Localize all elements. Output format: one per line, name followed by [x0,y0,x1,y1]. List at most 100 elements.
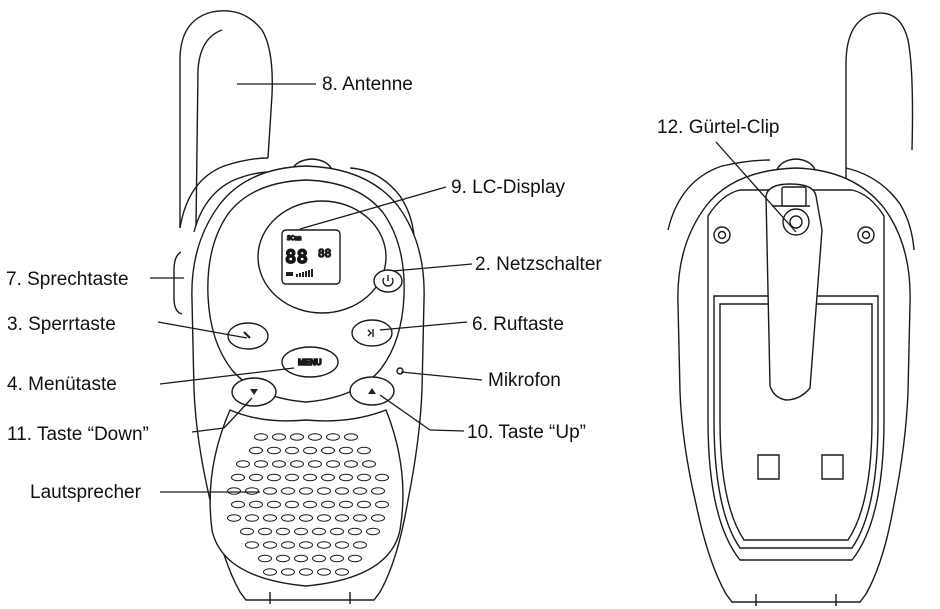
grille-hole [277,528,290,534]
grille-hole [349,555,362,561]
leader-call [380,322,467,330]
grille-hole [295,528,308,534]
lcd-digits: 88 [285,246,308,268]
grille-hole [358,474,371,480]
grille-hole [372,488,385,494]
grille-hole [376,501,389,507]
battery-lid [714,296,878,548]
up-button[interactable] [350,377,394,405]
grille-hole [268,474,281,480]
grille-hole [327,434,340,440]
grille-hole [246,515,259,521]
label-antenna: 8. Antenne [322,74,413,95]
leader-down [192,428,224,432]
grille-hole [246,542,259,548]
label-up: 10. Taste “Up” [467,422,586,443]
grille-hole [318,515,331,521]
lcd-bezel [258,201,386,313]
grille-hole [313,528,326,534]
label-clip: 12. Gürtel-Clip [657,117,780,138]
back-shoulder-right [846,168,914,250]
screw-right [858,227,874,243]
grille-hole [331,555,344,561]
label-call: 6. Ruftaste [472,314,564,335]
grille-hole [237,461,250,467]
grille-hole [340,474,353,480]
latch-right [822,455,843,479]
face-panel [208,180,404,402]
grille-hole [282,542,295,548]
call-button[interactable] [352,320,392,346]
leader-power [393,264,472,271]
label-lcd: 9. LC-Display [451,177,566,198]
grille-hole [376,474,389,480]
grille-hole [232,474,245,480]
side-shoulder-left [180,158,268,228]
grille-hole [300,542,313,548]
arrow-down-icon [250,389,258,395]
antenna [180,11,272,228]
grille-hole [282,569,295,575]
grille-hole [250,501,263,507]
grille-hole [291,434,304,440]
grille-hole [264,488,277,494]
leader-lcd [300,187,446,229]
power-icon [383,278,393,286]
screw-left [714,227,730,243]
grille-hole [363,461,376,467]
grille-hole [345,461,358,467]
grille-hole [349,528,362,534]
leader-menu [160,368,294,384]
lcd-screen [282,230,340,284]
grille-hole [304,447,317,453]
label-down: 11. Taste “Down” [7,424,149,445]
power-button[interactable] [374,270,402,292]
back-antenna [846,13,913,230]
grille-hole [309,434,322,440]
lcd-scan-text: SCan [287,235,302,242]
grille-hole [241,528,254,534]
leader-up-tail [430,430,464,431]
grille-hole [268,501,281,507]
grille-hole [318,488,331,494]
grille-hole [367,528,380,534]
grille-hole [336,488,349,494]
grille-hole [232,501,245,507]
grille-hole [354,542,367,548]
grille-hole [336,542,349,548]
grille-hole [295,555,308,561]
callout-lines [150,84,796,492]
antenna-inner-edge [196,30,222,226]
speaker-grille-holes [228,434,389,575]
grille-hole [358,501,371,507]
back-bottom-feet [756,594,836,606]
speaker-grille-panel [210,410,403,586]
side-shoulder-right [350,168,414,236]
radio-back-view [668,13,914,606]
back-panel [708,190,884,560]
callout-labels: 8. Antenne 9. LC-Display 7. Sprechtaste … [6,74,780,503]
menu-button[interactable]: MENU [282,347,338,377]
grille-hole [250,474,263,480]
lcd-signal-bars [296,269,313,277]
top-bump [292,159,332,170]
menu-button-label: MENU [298,358,322,367]
grille-hole [291,461,304,467]
ptt-side-button[interactable] [174,252,182,314]
arrow-up-icon [368,388,376,394]
grille-hole [286,474,299,480]
down-button[interactable] [232,378,276,406]
lock-button[interactable] [228,323,268,349]
label-menu: 4. Menütaste [7,374,117,395]
leader-clip [716,142,796,232]
radio-front-view: SCan 88 88 MEN [174,11,424,604]
grille-hole [313,555,326,561]
grille-hole [372,515,385,521]
grille-hole [322,501,335,507]
grille-hole [228,488,241,494]
grille-hole [255,461,268,467]
grille-hole [286,447,299,453]
microphone-hole [397,368,403,374]
belt-clip[interactable] [766,184,822,400]
